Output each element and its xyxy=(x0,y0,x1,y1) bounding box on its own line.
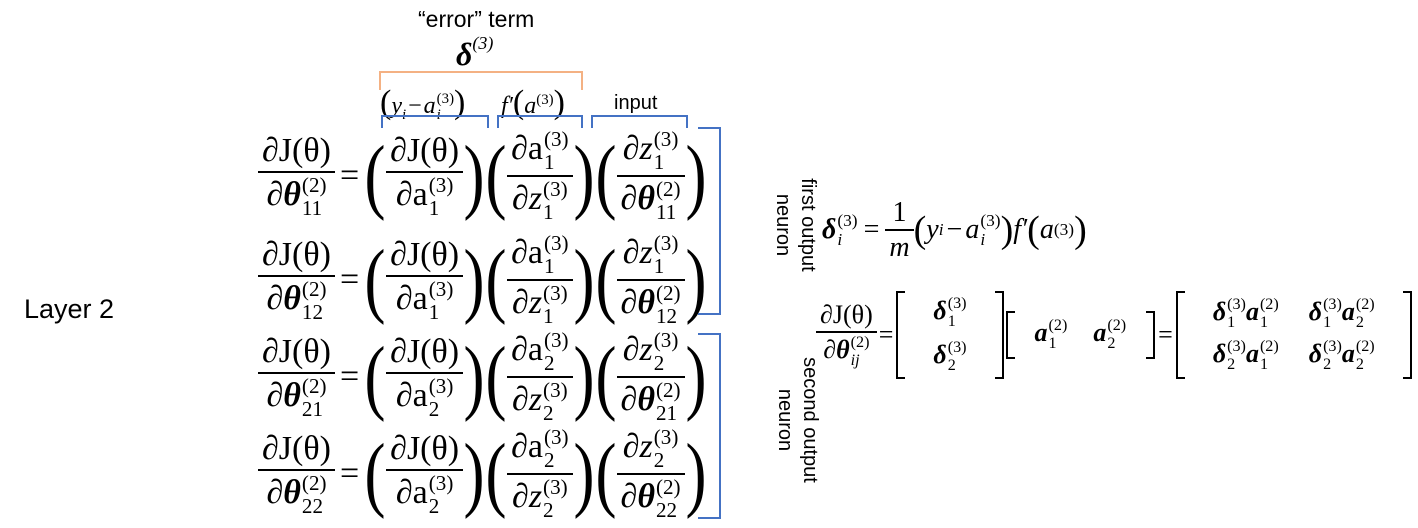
left-bracket-row xyxy=(1005,311,1015,359)
error-term-bracket xyxy=(379,71,583,90)
da-dz-fraction: ∂a(3)1 ∂z(3)1 xyxy=(507,232,573,327)
term-f-prime: f′(a(3)) xyxy=(501,84,565,121)
input-label: input xyxy=(614,92,658,114)
da-dz-fraction: ∂a(3)2 ∂z(3)2 xyxy=(507,426,573,521)
left-bracket-result xyxy=(1175,291,1185,379)
delta-symbol: δ(3) xyxy=(456,33,494,73)
bracket-da-dz xyxy=(497,115,583,128)
dJ-da-fraction: ∂J(θ) ∂a(3)1 xyxy=(386,237,464,323)
first-neuron-bracket xyxy=(698,127,721,315)
bracket-dJ-da xyxy=(381,115,489,128)
gradient-equation: ∂J(θ) ∂θ(2)11 = ( ∂J(θ) ∂a(3)1 )( ∂a(3)1… xyxy=(258,126,707,226)
right-bracket-col xyxy=(994,291,1004,379)
lhs-fraction: ∂J(θ) ∂θ(2)22 xyxy=(258,431,335,517)
error-term-label: “error” term xyxy=(418,6,535,32)
da-dz-fraction: ∂a(3)2 ∂z(3)2 xyxy=(507,329,573,424)
delta-column-vector: δ(3)1 δ(3)2 xyxy=(933,294,967,375)
dz-dtheta-fraction: ∂z(3)1 ∂θ(2)12 xyxy=(616,232,685,327)
dJ-da-fraction: ∂J(θ) ∂a(3)2 xyxy=(386,334,464,420)
gradient-equation: ∂J(θ) ∂θ(2)12 = ( ∂J(θ) ∂a(3)1 )( ∂a(3)1… xyxy=(258,230,707,330)
second-neuron-bracket xyxy=(698,333,721,519)
dJ-da-fraction: ∂J(θ) ∂a(3)2 xyxy=(386,431,464,517)
lhs-fraction: ∂J(θ) ∂θ(2)21 xyxy=(258,334,335,420)
dJ-da-fraction: ∂J(θ) ∂a(3)1 xyxy=(386,133,464,219)
left-bracket-col xyxy=(896,291,906,379)
bracket-dz-dtheta xyxy=(591,115,688,128)
dz-dtheta-fraction: ∂z(3)2 ∂θ(2)21 xyxy=(616,329,685,424)
right-bracket-row xyxy=(1146,311,1156,359)
delta-sup: (3) xyxy=(472,33,494,54)
lhs-fraction: ∂J(θ) ∂θ(2)12 xyxy=(258,237,335,323)
dz-dtheta-fraction: ∂z(3)1 ∂θ(2)11 xyxy=(616,128,685,223)
da-dz-fraction: ∂a(3)1 ∂z(3)1 xyxy=(507,128,573,223)
factor-brackets xyxy=(381,115,688,128)
gradient-equation: ∂J(θ) ∂θ(2)21 = ( ∂J(θ) ∂a(3)2 )( ∂a(3)2… xyxy=(258,327,707,427)
gradient-equation: ∂J(θ) ∂θ(2)22 = ( ∂J(θ) ∂a(3)2 )( ∂a(3)2… xyxy=(258,424,707,524)
term-y-minus-a: (yi−a(3)i) xyxy=(380,84,466,124)
dz-dtheta-fraction: ∂z(3)2 ∂θ(2)22 xyxy=(616,426,685,521)
layer-label: Layer 2 xyxy=(24,294,115,324)
activation-row-vector: a(2)1 a(2)2 xyxy=(1034,316,1127,352)
right-bracket-result xyxy=(1402,291,1412,379)
delta-char: δ xyxy=(456,36,473,72)
matrix-equation: ∂J(θ)∂θ(2)ij = δ(3)1 δ(3)2 a(2)1 a(2)2 =… xyxy=(816,290,1413,380)
neuron-brackets xyxy=(698,127,721,519)
lhs-fraction: ∂J(θ) ∂θ(2)11 xyxy=(258,133,335,219)
